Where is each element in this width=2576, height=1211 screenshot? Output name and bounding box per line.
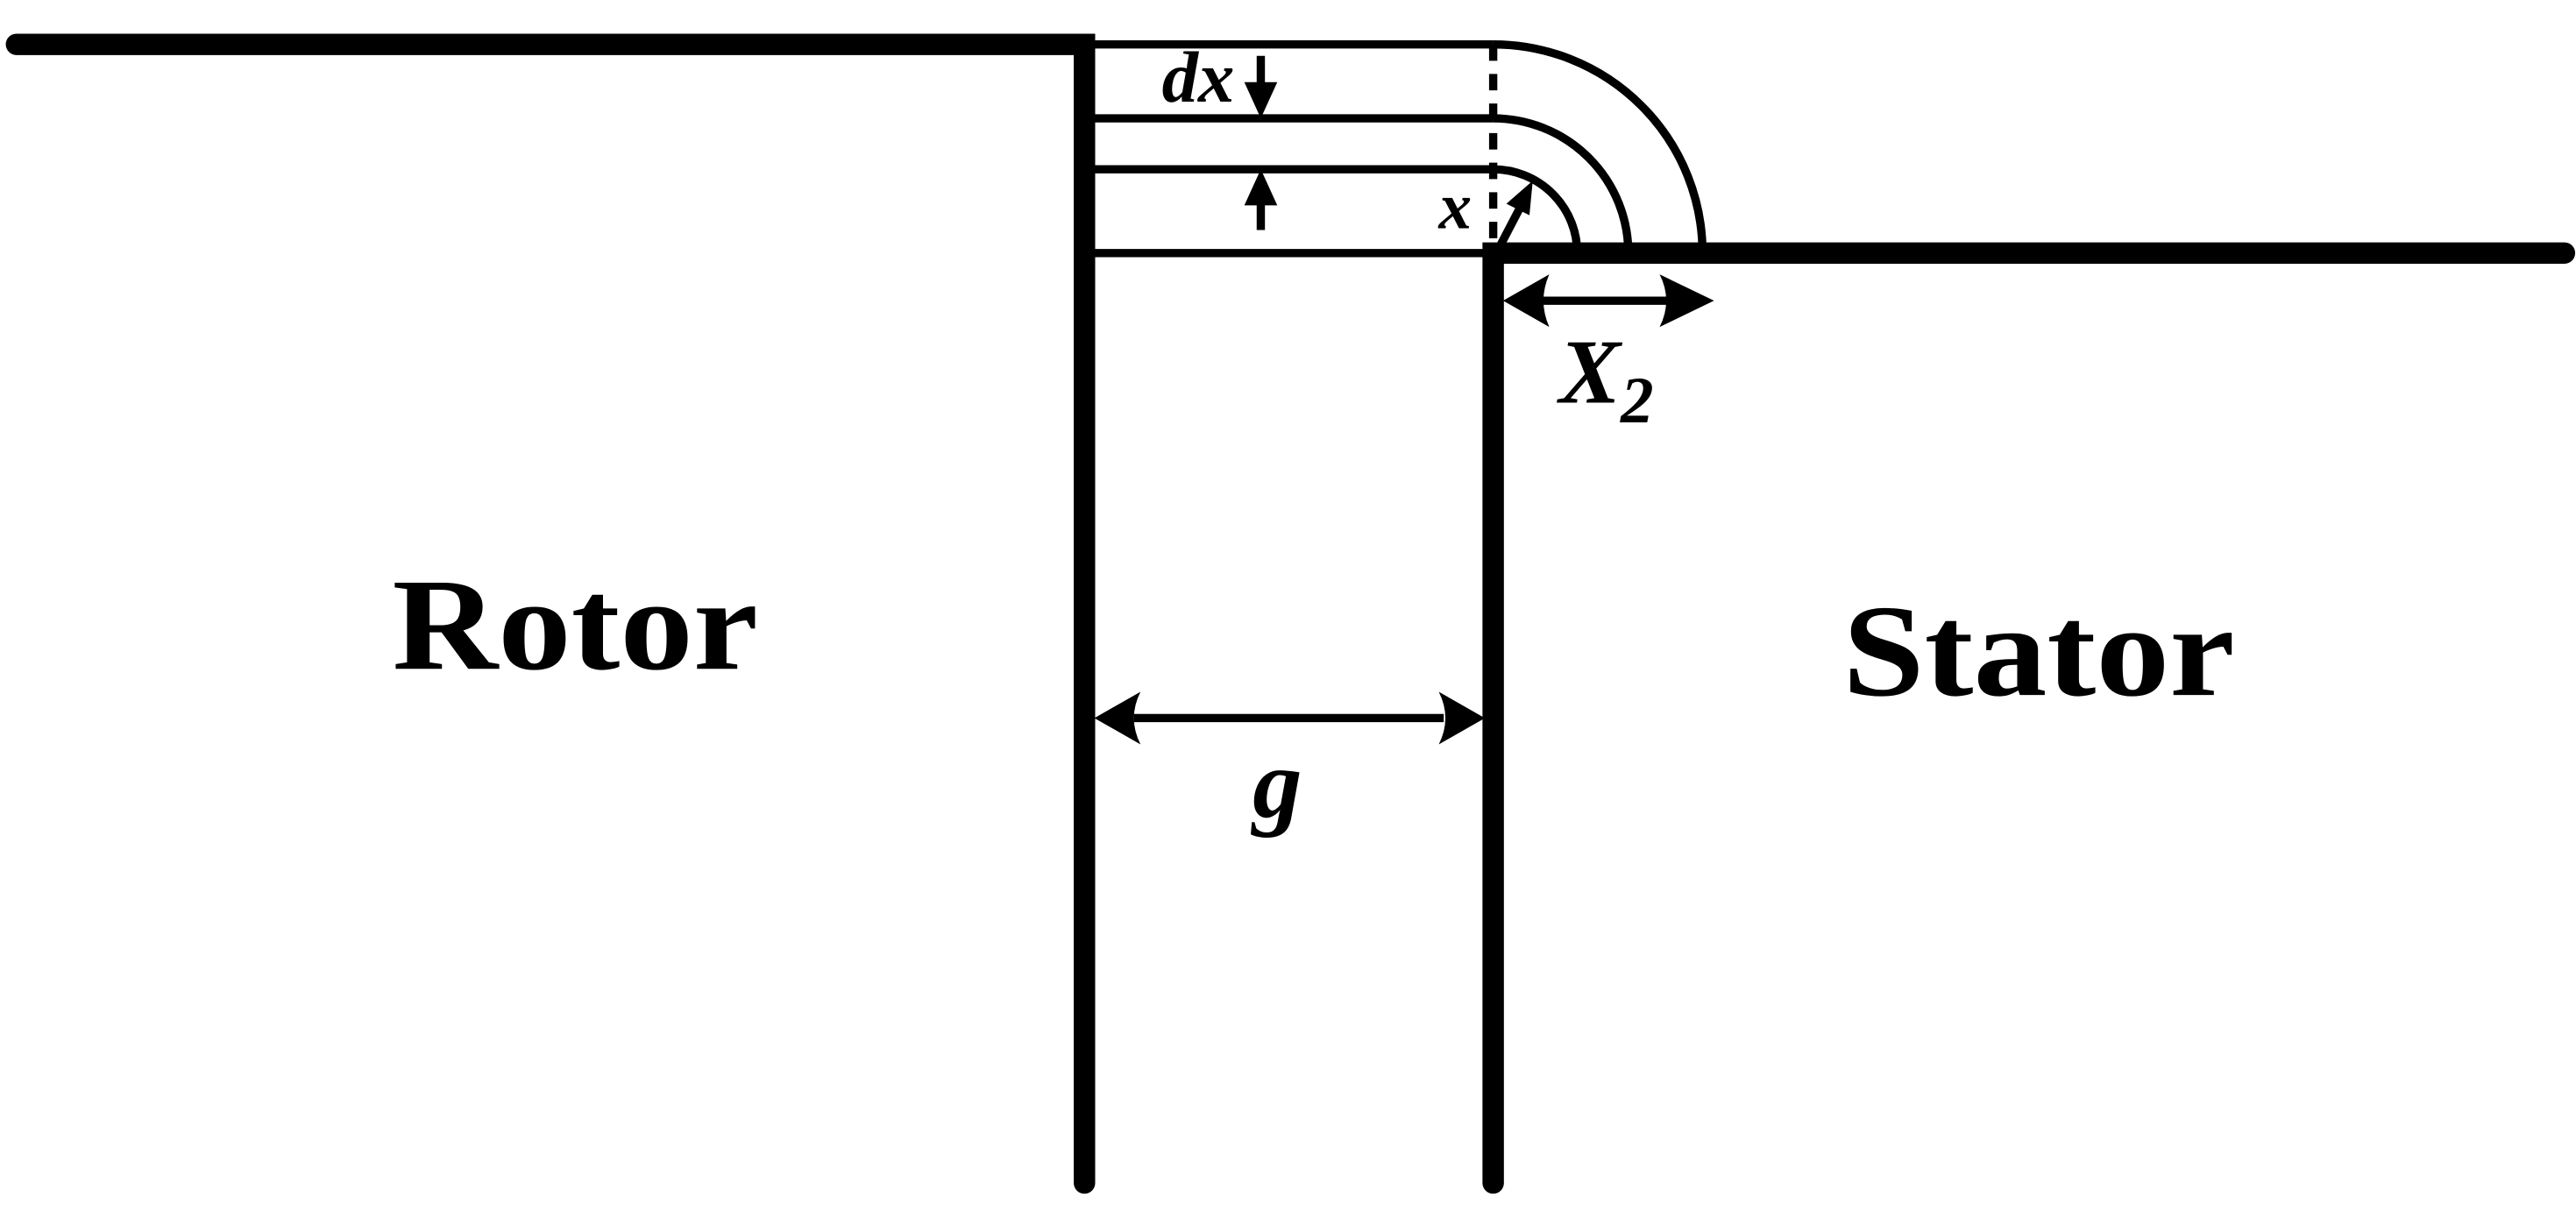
gap-arrow xyxy=(1094,691,1486,745)
dx-arrow xyxy=(1244,55,1278,119)
dx-arrow-lower xyxy=(1244,169,1278,230)
rotor-label: Rotor xyxy=(393,552,758,698)
x2-label-base: X xyxy=(1557,321,1623,423)
gap-label: g xyxy=(1250,730,1302,839)
rotor-outline xyxy=(5,33,1096,1194)
x-radius-arrow xyxy=(1495,181,1533,249)
stator-label: Stator xyxy=(1842,578,2235,724)
fringe-arc-outer xyxy=(1493,39,1707,253)
x2-label-subscript: 2 xyxy=(1620,365,1654,437)
x-label: x xyxy=(1438,171,1473,244)
dx-label: dx xyxy=(1162,37,1235,117)
fringe-arc-middle xyxy=(1493,114,1633,253)
fringe-arc-inner xyxy=(1493,165,1582,253)
x2-label: X2 xyxy=(1557,321,1654,437)
x2-arrow xyxy=(1502,274,1714,328)
